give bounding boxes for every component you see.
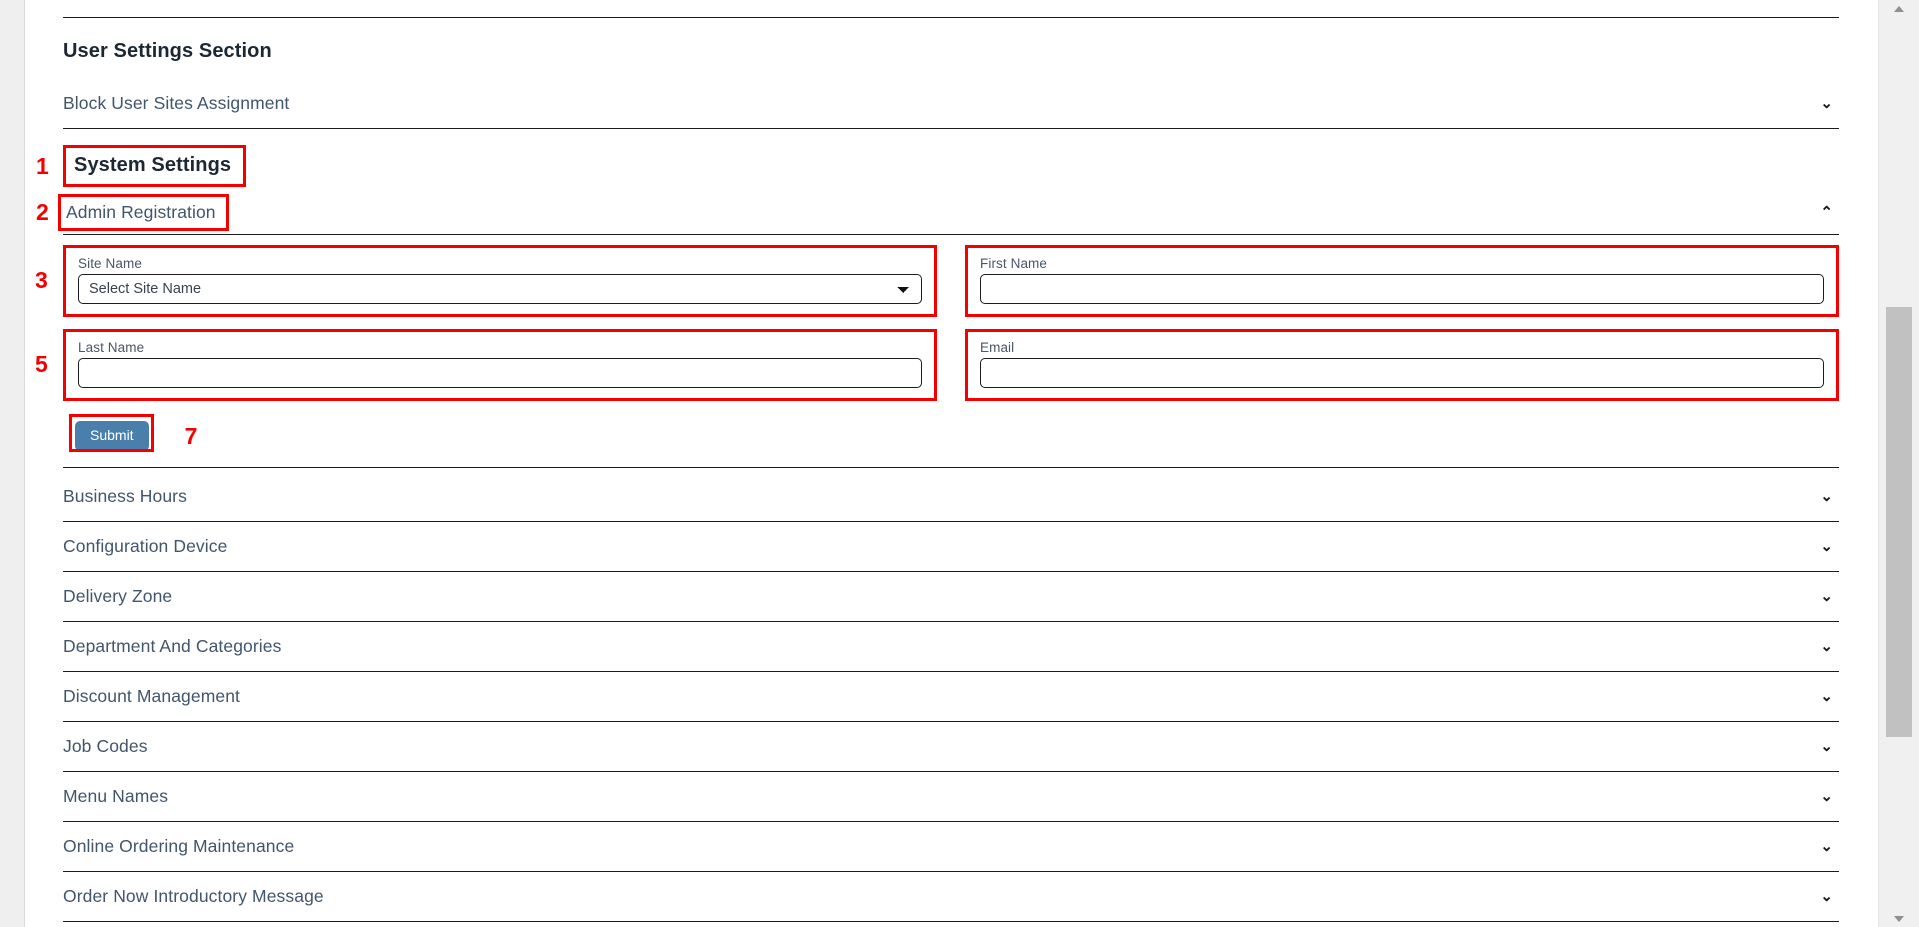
- section-heading-system-settings: System Settings: [63, 145, 247, 187]
- accordion-row-label: Business Hours: [63, 486, 187, 507]
- accordion-row-order-now-introductory-message[interactable]: Order Now Introductory Message ⌄: [63, 872, 1839, 923]
- field-first-name: First Name: [965, 245, 1839, 317]
- field-last-name: Last Name: [63, 329, 937, 401]
- accordion-row-delivery-zone[interactable]: Delivery Zone ⌄: [63, 572, 1839, 623]
- accordion-row-label: Order Now Introductory Message: [63, 886, 324, 907]
- accordion-row-label: Menu Names: [63, 786, 169, 807]
- accordion-row-discount-management[interactable]: Discount Management ⌄: [63, 672, 1839, 723]
- chevron-down-icon[interactable]: ⌄: [1820, 888, 1833, 906]
- chevron-down-icon[interactable]: ⌄: [1820, 488, 1833, 506]
- accordion-row-label: Discount Management: [63, 686, 240, 707]
- scrollbar-down-arrow[interactable]: [1879, 910, 1919, 927]
- annotation-number-1: 1: [36, 153, 49, 179]
- scrollbar-thumb[interactable]: [1886, 307, 1912, 737]
- field-label-first-name: First Name: [980, 256, 1048, 271]
- chevron-up-icon[interactable]: ⌃: [1820, 204, 1833, 221]
- chevron-down-icon[interactable]: ⌄: [1820, 638, 1833, 656]
- chevron-down-icon[interactable]: ⌄: [1820, 788, 1833, 806]
- accordion-row-label: Admin Registration: [58, 194, 229, 231]
- accordion-row-block-user-sites-assignment[interactable]: Block User Sites Assignment ⌄: [63, 79, 1839, 129]
- accordion-row-admin-registration[interactable]: 2 Admin Registration ⌃: [36, 191, 1839, 235]
- chevron-down-icon[interactable]: ⌄: [1820, 588, 1833, 606]
- chevron-down-icon[interactable]: ⌄: [1820, 838, 1833, 856]
- accordion-row-label: Meal Plan Definition: [63, 0, 221, 4]
- chevron-down-icon[interactable]: ⌄: [1820, 0, 1839, 2]
- submit-button[interactable]: Submit: [75, 421, 149, 452]
- form-bottom-divider: [63, 467, 1839, 469]
- chevron-down-icon[interactable]: ⌄: [1820, 538, 1833, 556]
- section-heading-user-settings: User Settings Section: [63, 40, 272, 62]
- field-email: Email: [965, 329, 1839, 401]
- email-input[interactable]: [980, 358, 1824, 388]
- chevron-down-icon[interactable]: ⌄: [1820, 688, 1833, 706]
- chevron-down-icon[interactable]: ⌄: [1820, 95, 1833, 112]
- admin-registration-form: 3 4 Site Name Select Site Name First Nam…: [35, 235, 1839, 472]
- field-label-email: Email: [980, 340, 1015, 355]
- chevron-down-icon[interactable]: ⌄: [1820, 738, 1833, 756]
- accordion-row-label: Delivery Zone: [63, 586, 173, 607]
- accordion-row-job-codes[interactable]: Job Codes ⌄: [63, 722, 1839, 773]
- scrollbar-up-arrow[interactable]: [1879, 0, 1919, 17]
- vertical-scrollbar[interactable]: [1878, 0, 1919, 927]
- annotation-number-2: 2: [36, 199, 49, 225]
- accordion-row-configuration-device[interactable]: Configuration Device ⌄: [63, 522, 1839, 573]
- accordion-row-order-type[interactable]: Order Type ⌄: [63, 922, 1839, 927]
- annotation-number-7: 7: [184, 422, 198, 449]
- accordion-row-meal-plan-definition[interactable]: Meal Plan Definition ⌄: [63, 0, 1839, 18]
- first-name-input[interactable]: [980, 274, 1824, 304]
- annotation-number-5: 5: [35, 351, 48, 377]
- field-label-site-name: Site Name: [78, 256, 142, 271]
- annotation-box-submit: [69, 414, 154, 452]
- accordion-row-business-hours[interactable]: Business Hours ⌄: [63, 472, 1839, 523]
- accordion-row-label: Online Ordering Maintenance: [63, 836, 295, 857]
- content-inner: Meal Plan Definition ⌄ User Settings Sec…: [35, 0, 1839, 927]
- accordion-row-label: Configuration Device: [63, 536, 228, 557]
- field-site-name: Site Name Select Site Name: [63, 245, 937, 317]
- annotation-number-3: 3: [35, 267, 48, 293]
- left-gutter: [0, 0, 25, 927]
- field-label-last-name: Last Name: [78, 340, 145, 355]
- form-row-2: 5 6 Last Name Email: [35, 329, 1839, 401]
- submit-row: Submit 7: [63, 413, 1839, 465]
- scrollbar-track[interactable]: [1879, 17, 1919, 910]
- last-name-input[interactable]: [78, 358, 922, 388]
- accordion-row-label: Job Codes: [63, 736, 148, 757]
- accordion-row-online-ordering-maintenance[interactable]: Online Ordering Maintenance ⌄: [63, 822, 1839, 873]
- form-row-1: 3 4 Site Name Select Site Name First Nam…: [35, 245, 1839, 317]
- accordion-row-label: Department And Categories: [63, 636, 282, 657]
- site-name-select[interactable]: Select Site Name: [78, 274, 922, 304]
- content-column: Meal Plan Definition ⌄ User Settings Sec…: [25, 0, 1919, 927]
- accordion-row-menu-names[interactable]: Menu Names ⌄: [63, 772, 1839, 823]
- accordion-row-department-and-categories[interactable]: Department And Categories ⌄: [63, 622, 1839, 673]
- accordion-row-label: Block User Sites Assignment: [63, 93, 290, 113]
